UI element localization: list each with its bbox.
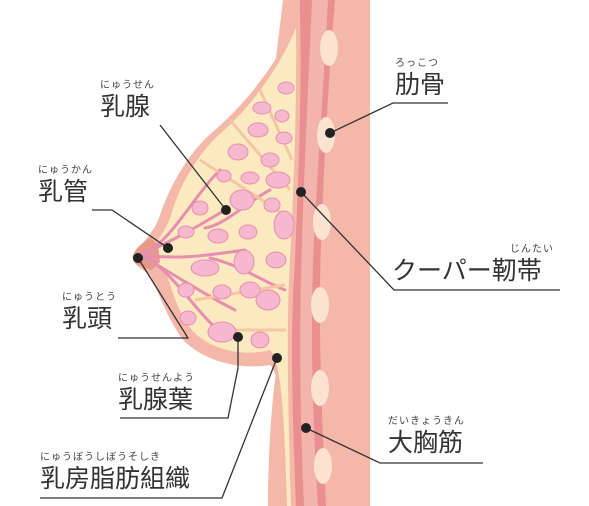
label-nyusen: にゅうせん 乳腺 bbox=[100, 80, 155, 122]
label-nyukan-ruby: にゅうかん bbox=[38, 165, 93, 177]
label-daikyokin-text: 大胸筋 bbox=[388, 428, 465, 458]
dot-daikyokin bbox=[301, 423, 311, 433]
dot-nyusenyo bbox=[233, 332, 243, 342]
label-cooper-text: クーパー靭帯 bbox=[392, 256, 554, 286]
label-shibo-ruby: にゅうぼうしぼうそしき bbox=[40, 452, 190, 464]
dot-nyusen bbox=[221, 205, 231, 215]
label-nyusen-ruby: にゅうせん bbox=[100, 80, 155, 92]
label-cooper: じんたい クーパー靭帯 bbox=[392, 244, 554, 286]
label-cooper-ruby: じんたい bbox=[392, 244, 554, 256]
label-nyuto-text: 乳頭 bbox=[62, 304, 117, 334]
label-rokkotsu-ruby: ろっこつ bbox=[395, 58, 445, 70]
label-nyuto-ruby: にゅうとう bbox=[62, 292, 117, 304]
label-rokkotsu-text: 肋骨 bbox=[395, 70, 445, 100]
label-shibo-text: 乳房脂肪組織 bbox=[40, 464, 190, 494]
label-rokkotsu: ろっこつ 肋骨 bbox=[395, 58, 445, 100]
label-daikyokin: だいきょうきん 大胸筋 bbox=[388, 416, 465, 458]
label-daikyokin-ruby: だいきょうきん bbox=[388, 416, 465, 428]
dot-nyukan bbox=[163, 243, 173, 253]
dot-cooper bbox=[296, 187, 306, 197]
label-nyuto: にゅうとう 乳頭 bbox=[62, 292, 117, 334]
label-nyukan-text: 乳管 bbox=[38, 177, 93, 207]
label-nyusenyo-ruby: にゅうせんよう bbox=[118, 373, 195, 385]
dot-shibo bbox=[272, 353, 282, 363]
label-shibo: にゅうぼうしぼうそしき 乳房脂肪組織 bbox=[40, 452, 190, 494]
label-nyusen-text: 乳腺 bbox=[100, 92, 155, 122]
dot-rokkotsu bbox=[325, 128, 335, 138]
label-nyusenyo-text: 乳腺葉 bbox=[118, 385, 195, 415]
dot-nyuto bbox=[133, 253, 143, 263]
label-nyukan: にゅうかん 乳管 bbox=[38, 165, 93, 207]
label-nyusenyo: にゅうせんよう 乳腺葉 bbox=[118, 373, 195, 415]
